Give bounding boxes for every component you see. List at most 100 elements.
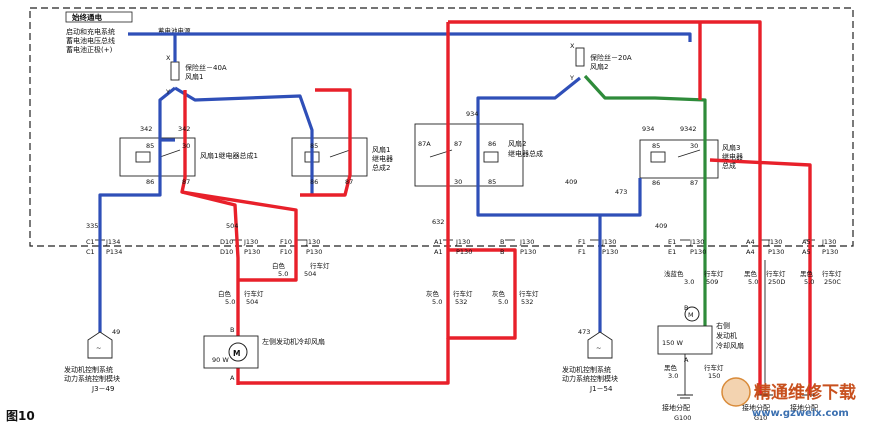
relay-fan3-wire-9342: 9342	[680, 125, 697, 133]
svg-text:行车灯: 行车灯	[704, 363, 724, 372]
relay-fan3-line2: 继电器	[722, 152, 743, 161]
watermark: 精通维修下载 www.gzweix.com	[721, 377, 856, 419]
pcm-module-right: ~ 473 发动机控制系统 动力系统控制模块 J1－54	[562, 328, 618, 393]
relay-2-line2: 继电器	[372, 154, 393, 163]
fuse-20a-pin-x: X	[570, 42, 575, 50]
svg-text:J130: J130	[455, 238, 470, 246]
svg-text:3.0: 3.0	[684, 278, 694, 286]
svg-text:接地分配: 接地分配	[790, 403, 818, 412]
svg-text:473: 473	[578, 328, 590, 336]
svg-text:发动机控制系统: 发动机控制系统	[562, 365, 611, 374]
connector-a5: A5 J130 A5 P130	[802, 238, 838, 256]
svg-text:D10: D10	[220, 238, 233, 246]
svg-text:动力系统控制模块: 动力系统控制模块	[562, 374, 618, 383]
relay-fan3-line3: 总成	[722, 161, 736, 170]
relay-fan3-wire-409: 409	[655, 222, 667, 230]
svg-text:A1: A1	[434, 248, 443, 256]
svg-text:335: 335	[86, 222, 98, 230]
svg-text:发动机: 发动机	[716, 331, 737, 340]
svg-text:行车灯: 行车灯	[704, 269, 724, 278]
svg-text:行车灯: 行车灯	[519, 289, 539, 298]
connector-e1: E1 J130 E1 P130	[668, 238, 706, 256]
svg-text:632: 632	[432, 218, 444, 226]
svg-text:J130: J130	[305, 238, 320, 246]
svg-text:左侧发动机冷却风扇: 左侧发动机冷却风扇	[262, 337, 325, 346]
connector-f1: F1 J130 F1 P130	[578, 238, 618, 256]
fuse-40a-body	[170, 61, 180, 81]
svg-text:J130: J130	[689, 238, 704, 246]
svg-text:P130: P130	[456, 248, 472, 256]
svg-text:~: ~	[96, 344, 101, 352]
svg-text:白色: 白色	[272, 261, 286, 270]
svg-text:A5: A5	[802, 248, 811, 256]
svg-text:P130: P130	[244, 248, 260, 256]
svg-text:右侧: 右侧	[716, 321, 730, 330]
svg-text:C1: C1	[86, 248, 95, 256]
figure-caption: 图10	[6, 409, 35, 423]
svg-text:B: B	[500, 248, 504, 256]
always-on-label-box	[65, 11, 133, 23]
svg-text:3.0: 3.0	[668, 372, 678, 380]
blue-wires	[98, 32, 692, 340]
svg-text:白色: 白色	[218, 289, 232, 298]
relay-2-pin-87: 87	[345, 178, 353, 186]
svg-text:www.gzweix.com: www.gzweix.com	[752, 408, 849, 419]
pcm-module-left: ~ 49 发动机控制系统 动力系统控制模块 J3－49	[64, 328, 120, 393]
svg-text:509: 509	[706, 278, 718, 286]
right-cooling-fan-motor: M 150 W B A 右侧 发动机 冷却风扇	[657, 304, 744, 364]
battery-wire-tag: 蓄电池电源	[158, 26, 191, 35]
relay-fan2-line1: 风扇2	[508, 139, 526, 148]
fuse-40a-pin-x: X	[166, 54, 171, 62]
svg-text:J134: J134	[105, 238, 120, 246]
connector-d10: 504 D10 J130 D10 P130	[220, 222, 260, 256]
svg-text:J130: J130	[601, 238, 616, 246]
svg-text:J130: J130	[519, 238, 534, 246]
underhood-fuse-block-outline	[29, 7, 854, 247]
wire-label-504-upper: 白色 行车灯 5.0 504	[272, 261, 330, 278]
left-cooling-fan-motor: M 90 W B A 左侧发动机冷却风扇	[203, 326, 325, 382]
wire-label-250d: 黑色 行车灯 5.0 250D	[744, 269, 786, 286]
relay-fan2-pin-30: 30	[454, 178, 462, 186]
fuse-40a-label: 保险丝－40A	[185, 63, 227, 72]
relay-fan3-pin-85: 85	[652, 142, 660, 150]
svg-text:灰色: 灰色	[492, 289, 506, 298]
svg-text:D10: D10	[220, 248, 233, 256]
svg-text:P130: P130	[768, 248, 784, 256]
relay-2-line1: 风扇1	[372, 145, 390, 154]
relay-fan2-pin-87a: 87A	[418, 140, 431, 148]
fuse-40a-sub: 风扇1	[185, 72, 203, 81]
ground-right: 接地分配	[790, 394, 818, 412]
svg-text:5.0: 5.0	[432, 298, 442, 306]
connector-b: B J130 B P130	[500, 238, 536, 256]
relay-2-line3: 总成2	[372, 163, 390, 172]
svg-text:行车灯: 行车灯	[453, 289, 473, 298]
svg-text:F10: F10	[280, 248, 292, 256]
svg-text:发动机控制系统: 发动机控制系统	[64, 365, 113, 374]
svg-text:~: ~	[596, 344, 601, 352]
svg-text:A1: A1	[434, 238, 443, 246]
svg-text:行车灯: 行车灯	[244, 289, 264, 298]
svg-text:150 W: 150 W	[662, 339, 683, 347]
relay-fan3-pin-87: 87	[690, 179, 698, 187]
fuse-20a-label: 保险丝－20A	[590, 53, 632, 62]
svg-text:行车灯: 行车灯	[310, 261, 330, 270]
svg-text:J130: J130	[243, 238, 258, 246]
svg-text:504: 504	[246, 298, 258, 306]
relay-fan3-wire-934: 934	[642, 125, 654, 133]
svg-text:5.0: 5.0	[804, 278, 814, 286]
red-power-wires	[180, 20, 812, 395]
svg-text:G100: G100	[674, 414, 691, 422]
wire-label-504-lower: 白色 行车灯 5.0 504	[218, 289, 264, 306]
always-on-label: 始终通电	[72, 12, 102, 22]
svg-text:J1－54: J1－54	[589, 385, 613, 393]
svg-text:532: 532	[455, 298, 467, 306]
source-line-3: 蓄电池正极(+)	[66, 45, 113, 54]
svg-text:A5: A5	[802, 238, 811, 246]
svg-text:B: B	[500, 238, 504, 246]
svg-text:532: 532	[521, 298, 533, 306]
svg-text:P130: P130	[690, 248, 706, 256]
relay-fan2-wire-934: 934	[466, 110, 478, 118]
relay-fan2-coil	[483, 151, 499, 163]
svg-text:黑色: 黑色	[800, 269, 814, 278]
relay-2-box	[291, 137, 368, 177]
